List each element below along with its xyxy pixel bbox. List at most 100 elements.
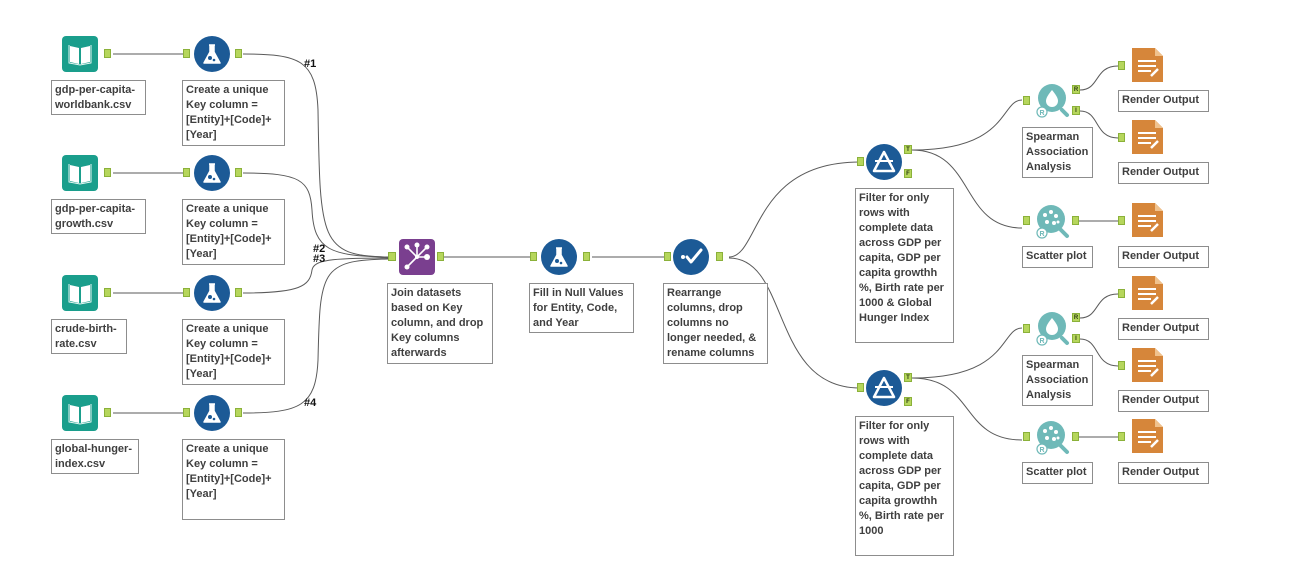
output-anchor[interactable] bbox=[583, 252, 590, 261]
input-anchor[interactable] bbox=[530, 252, 537, 261]
document-icon bbox=[1132, 276, 1163, 310]
tool-annotation: Render Output bbox=[1118, 246, 1209, 268]
render-tool[interactable] bbox=[1129, 202, 1165, 238]
tool-annotation: Spearman Association Analysis bbox=[1022, 355, 1093, 406]
tool-annotation: Create a unique Key column = [Entity]+[C… bbox=[182, 199, 285, 265]
book-icon bbox=[62, 275, 98, 311]
true-anchor[interactable]: T bbox=[904, 145, 912, 154]
r-output-anchor[interactable]: R bbox=[1072, 85, 1080, 94]
wire bbox=[1079, 65, 1119, 91]
output-anchor[interactable] bbox=[1072, 216, 1079, 225]
select-tool[interactable] bbox=[673, 239, 709, 275]
formula-tool[interactable] bbox=[194, 395, 230, 431]
spearman-tool[interactable]: R bbox=[1034, 82, 1070, 118]
input-anchor[interactable] bbox=[1118, 361, 1125, 370]
input-data-tool[interactable] bbox=[62, 275, 98, 311]
input-anchor[interactable] bbox=[183, 288, 190, 297]
r-output-anchor[interactable]: R bbox=[1072, 313, 1080, 322]
input-anchor[interactable] bbox=[1118, 289, 1125, 298]
spearman-icon: R bbox=[1036, 84, 1069, 118]
svg-text:R: R bbox=[1039, 338, 1044, 345]
spearman-tool[interactable]: R bbox=[1034, 310, 1070, 346]
wire bbox=[728, 161, 861, 258]
i-output-anchor[interactable]: I bbox=[1072, 334, 1080, 343]
output-anchor[interactable] bbox=[104, 49, 111, 58]
output-anchor[interactable] bbox=[235, 49, 242, 58]
scatter-plot-tool[interactable]: R bbox=[1034, 419, 1070, 455]
flask-icon bbox=[194, 275, 230, 311]
input-anchor[interactable] bbox=[664, 252, 671, 261]
output-anchor[interactable] bbox=[716, 252, 723, 261]
tool-annotation: Scatter plot bbox=[1022, 246, 1093, 268]
filter-triangle-icon bbox=[866, 144, 902, 180]
output-anchor[interactable] bbox=[235, 288, 242, 297]
input-data-tool[interactable] bbox=[62, 36, 98, 72]
document-icon bbox=[1132, 120, 1163, 154]
filter-tool[interactable] bbox=[866, 370, 902, 406]
input-anchor[interactable] bbox=[1118, 133, 1125, 142]
output-anchor[interactable] bbox=[104, 168, 111, 177]
i-output-anchor[interactable]: I bbox=[1072, 106, 1080, 115]
formula-tool[interactable] bbox=[541, 239, 577, 275]
tool-annotation: Filter for only rows with complete data … bbox=[855, 416, 954, 556]
scatter-plot-icon: R bbox=[1036, 421, 1069, 455]
output-anchor[interactable] bbox=[235, 408, 242, 417]
wire bbox=[242, 53, 389, 258]
wire bbox=[911, 99, 1023, 151]
input-anchor[interactable] bbox=[1118, 432, 1125, 441]
render-tool[interactable] bbox=[1129, 47, 1165, 83]
formula-tool[interactable] bbox=[194, 36, 230, 72]
input-anchor[interactable] bbox=[1023, 96, 1030, 105]
render-tool[interactable] bbox=[1129, 418, 1165, 454]
input-anchor[interactable] bbox=[183, 408, 190, 417]
input-anchor[interactable] bbox=[1023, 324, 1030, 333]
connection-label: #4 bbox=[304, 397, 317, 409]
render-tool[interactable] bbox=[1129, 119, 1165, 155]
wire bbox=[242, 172, 389, 258]
true-anchor[interactable]: T bbox=[904, 373, 912, 382]
checkmark-icon bbox=[673, 239, 709, 275]
tool-annotation: Create a unique Key column = [Entity]+[C… bbox=[182, 439, 285, 520]
flask-icon bbox=[194, 36, 230, 72]
render-tool[interactable] bbox=[1129, 275, 1165, 311]
document-icon bbox=[1132, 203, 1163, 237]
render-tool[interactable] bbox=[1129, 347, 1165, 383]
wire bbox=[242, 258, 389, 414]
output-anchor[interactable] bbox=[437, 252, 444, 261]
output-anchor[interactable] bbox=[104, 288, 111, 297]
tool-annotation: Rearrange columns, drop columns no longe… bbox=[663, 283, 768, 364]
output-anchor[interactable] bbox=[1072, 432, 1079, 441]
input-data-tool[interactable] bbox=[62, 395, 98, 431]
filter-tool[interactable] bbox=[866, 144, 902, 180]
join-multiple-tool[interactable] bbox=[399, 239, 435, 275]
formula-tool[interactable] bbox=[194, 155, 230, 191]
flask-icon bbox=[541, 239, 577, 275]
formula-tool[interactable] bbox=[194, 275, 230, 311]
input-anchor[interactable] bbox=[857, 157, 864, 166]
input-anchor[interactable] bbox=[183, 49, 190, 58]
input-anchor[interactable] bbox=[1023, 216, 1030, 225]
output-anchor[interactable] bbox=[104, 408, 111, 417]
false-anchor[interactable]: F bbox=[904, 169, 912, 178]
book-icon bbox=[62, 395, 98, 431]
input-anchor[interactable] bbox=[183, 168, 190, 177]
input-anchor[interactable] bbox=[1023, 432, 1030, 441]
wire bbox=[1079, 293, 1119, 319]
output-anchor[interactable] bbox=[235, 168, 242, 177]
input-anchor[interactable] bbox=[1118, 61, 1125, 70]
false-anchor[interactable]: F bbox=[904, 397, 912, 406]
spearman-icon: R bbox=[1036, 312, 1069, 346]
wire bbox=[911, 327, 1023, 379]
tool-annotation: Render Output bbox=[1118, 90, 1209, 112]
join-icon bbox=[399, 239, 435, 275]
tool-annotation: Join datasets based on Key column, and d… bbox=[387, 283, 493, 364]
input-anchor[interactable] bbox=[857, 383, 864, 392]
flask-icon bbox=[194, 395, 230, 431]
wire bbox=[1079, 338, 1119, 367]
scatter-plot-tool[interactable]: R bbox=[1034, 203, 1070, 239]
tool-annotation: Create a unique Key column = [Entity]+[C… bbox=[182, 80, 285, 146]
tool-annotation: Create a unique Key column = [Entity]+[C… bbox=[182, 319, 285, 385]
input-data-tool[interactable] bbox=[62, 155, 98, 191]
input-anchor[interactable] bbox=[1118, 216, 1125, 225]
multi-input-anchor[interactable] bbox=[388, 252, 396, 261]
